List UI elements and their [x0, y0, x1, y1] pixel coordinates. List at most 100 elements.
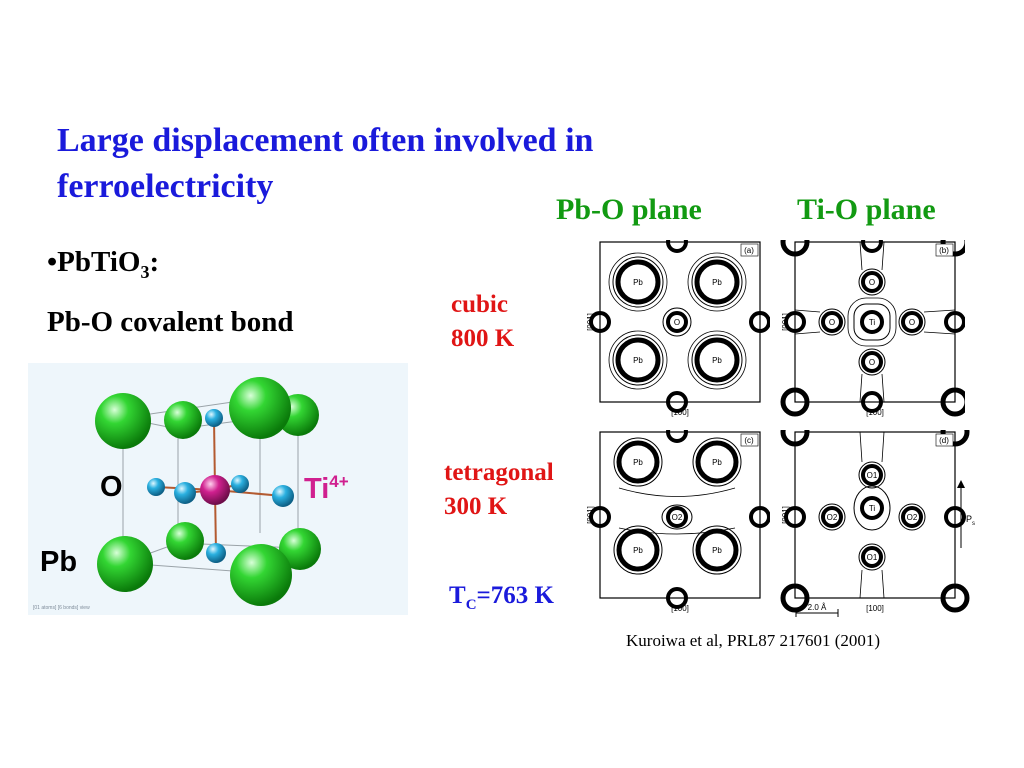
curie-temperature: TC=763 K: [449, 582, 554, 614]
o-atom: [174, 482, 196, 504]
axis-x-label: [100]: [671, 604, 689, 613]
o-atom: [206, 543, 226, 563]
pb-atom: [164, 401, 202, 439]
atom-label-o: O: [869, 278, 875, 287]
pb-site: [608, 330, 668, 390]
tetragonal-phase-label: tetragonal 300 K: [444, 456, 554, 524]
tio-plane-heading: Ti-O plane: [797, 193, 936, 226]
o-site: [818, 308, 846, 336]
formula-suffix: :: [149, 246, 160, 278]
atom-label-o2: O2: [907, 513, 918, 522]
pb-site: [687, 252, 747, 312]
axis-x-label: [100]: [866, 408, 884, 417]
pb-site: [687, 330, 747, 390]
bond-contours: [859, 431, 885, 599]
axis-y-label: [001]: [586, 506, 595, 524]
panel-tag: (b): [939, 246, 949, 255]
o-site: [666, 240, 688, 413]
tetragonal-temperature: 300 K: [444, 493, 508, 520]
panel-tag: (d): [939, 436, 949, 445]
reference-citation: Kuroiwa et al, PRL87 217601 (2001): [626, 631, 881, 650]
bond-description: Pb-O covalent bond: [47, 305, 294, 338]
o-site: [898, 503, 926, 531]
axis-x-label: [100]: [866, 604, 884, 613]
o-site: [858, 268, 886, 296]
o-atom: [272, 485, 294, 507]
panel-c-tetragonal-pbo: Pb Pb Pb Pb O2 (c) [100] [001]: [586, 430, 770, 613]
pb-atom: [230, 544, 292, 606]
o-atom: [231, 475, 249, 493]
bullet-marker: •: [47, 246, 58, 278]
atom-label-pb: Pb: [633, 458, 643, 467]
o-site: [662, 307, 692, 337]
ti-charge: 4+: [329, 472, 348, 491]
crystal-caption: [01 atoms] [6 bonds] view: [33, 605, 90, 611]
atom-label-pb: Pb: [633, 356, 643, 365]
atom-label-pb: Pb: [633, 546, 643, 555]
pb-site: [608, 252, 668, 312]
pb-site: [692, 437, 742, 487]
atom-label-ti: Ti: [869, 504, 876, 513]
ti-site: [780, 430, 970, 613]
bullet-formula-line: •PbTiO3:: [47, 237, 294, 297]
tc-subscript: C: [465, 597, 477, 613]
o-site: [858, 461, 886, 489]
o-site: [589, 506, 770, 528]
o-atom: [147, 478, 165, 496]
tetragonal-name: tetragonal: [444, 459, 554, 486]
atom-label-ti: Ti: [869, 318, 876, 327]
pbo-plane-heading: Pb-O plane: [556, 193, 702, 226]
o-site: [858, 543, 886, 571]
cubic-name: cubic: [451, 291, 508, 318]
pb-atom: [166, 522, 204, 560]
atom-label-o: O: [829, 318, 835, 327]
ti-site: [847, 297, 897, 347]
cubic-phase-label: cubic 800 K: [451, 288, 514, 356]
o-site: [666, 430, 688, 609]
bullet-block: •PbTiO3: Pb-O covalent bond: [47, 237, 294, 347]
axis-y-label: [001]: [781, 506, 790, 524]
pb-atom: [229, 377, 291, 439]
o-label: O: [100, 471, 123, 503]
atom-label-pb: Pb: [712, 356, 722, 365]
axis-y-label: [001]: [586, 313, 595, 331]
ti-symbol: Ti: [304, 473, 329, 505]
axis-x-label: [100]: [671, 408, 689, 417]
atom-label-pb: Pb: [712, 458, 722, 467]
pb-atom: [97, 536, 153, 592]
o-site: [818, 503, 846, 531]
ti-site: [780, 240, 965, 417]
atom-label-pb: Pb: [633, 278, 643, 287]
tc-prefix: T: [449, 582, 466, 609]
crystal-structure-figure: O Pb Ti4+ [01 atoms] [6 bonds] view: [28, 363, 408, 615]
scale-bar: 2.0 Å: [795, 603, 839, 617]
atom-label-o1: O1: [867, 471, 878, 480]
panel-a-cubic-pbo: Pb Pb Pb Pb O (a) [100] [001]: [586, 240, 770, 417]
pb-label: Pb: [40, 546, 77, 578]
axis-y-label: [001]: [781, 313, 790, 331]
bond-contours: [618, 487, 736, 535]
pb-site: [613, 437, 663, 487]
o-site: [858, 348, 886, 376]
atom-label-o: O: [674, 318, 680, 327]
panel-b-cubic-tio: Ti O O O O (b) [100] [001]: [780, 240, 965, 417]
o-site: [784, 240, 965, 413]
atom-label-o: O: [909, 318, 915, 327]
atom-label-o: O: [869, 358, 875, 367]
atom-label-pb: Pb: [712, 278, 722, 287]
ti-label: Ti4+: [304, 472, 349, 505]
o-site: [784, 506, 966, 528]
cubic-temperature: 800 K: [451, 325, 515, 352]
polarization-arrow: Ps: [957, 480, 975, 548]
atom-label-o2: O2: [827, 513, 838, 522]
scale-bar-label: 2.0 Å: [808, 603, 827, 612]
bond-contours: [794, 241, 956, 403]
o-atom: [205, 409, 223, 427]
pb-atom: [279, 528, 321, 570]
o-site: [589, 311, 770, 333]
ps-label: Ps: [966, 514, 975, 527]
atom-label-o1: O1: [867, 553, 878, 562]
tc-value: =763 K: [476, 582, 554, 609]
slide-title: Large displacement often involved in fer…: [57, 122, 594, 205]
panel-tag: (a): [744, 246, 754, 255]
